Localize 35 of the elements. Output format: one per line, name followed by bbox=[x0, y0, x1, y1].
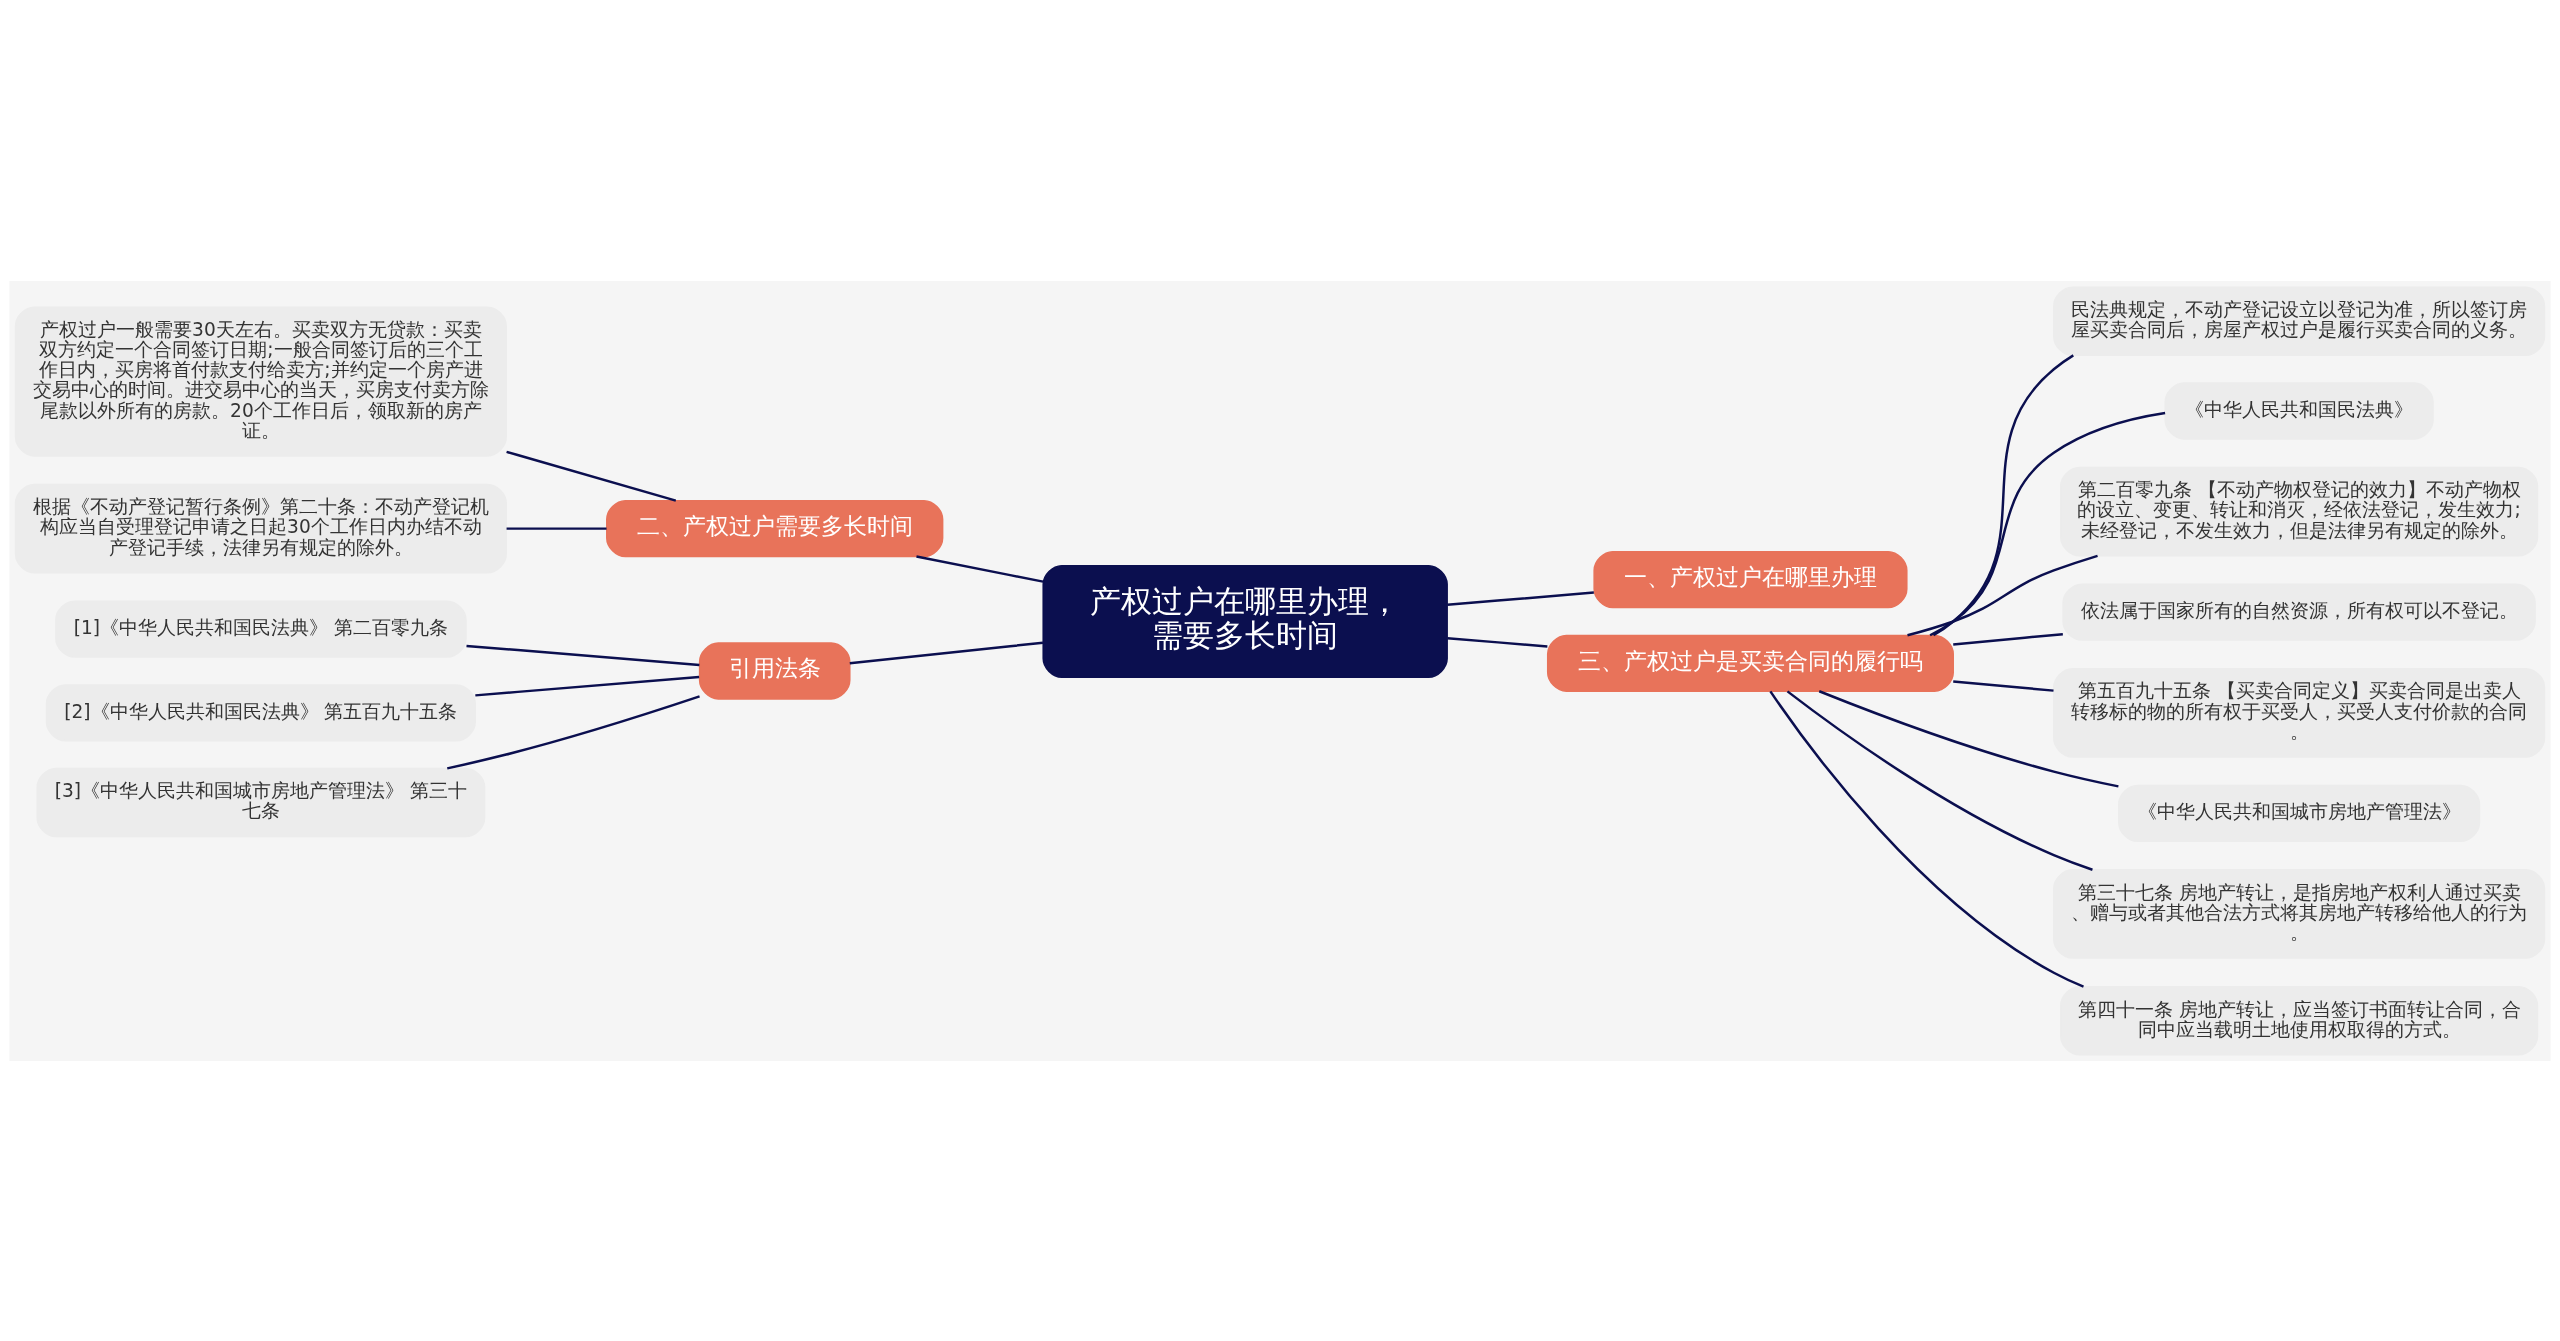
connector bbox=[1907, 554, 2098, 636]
node-box: 第三十七条 房地产转让，是指房地产权利人通过买卖、赠与或者其他合法方式将其房地产转移给他人的行为。 bbox=[2053, 868, 2546, 959]
node-box: [2]《中华人民共和国民法典》 第五百九十五条 bbox=[45, 683, 476, 741]
connector bbox=[475, 675, 700, 697]
connector bbox=[1953, 632, 2063, 646]
connector bbox=[1932, 353, 2074, 636]
connector bbox=[506, 450, 677, 502]
node-box: 依法属于国家所有的自然资源，所有权可以不登记。 bbox=[2062, 583, 2536, 641]
connector bbox=[447, 694, 700, 770]
node-box: 《中华人民共和国城市房地产管理法》 bbox=[2118, 784, 2481, 842]
connector bbox=[849, 641, 1044, 664]
node-box: 根据《不动产登记暂行条例》第二十条：不动产登记机构应当自受理登记申请之日起30个工作日内办结不动产登记手续，法律另有规定的除外。 bbox=[14, 483, 507, 573]
connector bbox=[506, 526, 607, 530]
node-box: [1]《中华人民共和国民法典》 第二百零九条 bbox=[55, 600, 467, 658]
node-box: 一、产权过户在哪里办理 bbox=[1593, 550, 1908, 608]
connector bbox=[1447, 636, 1548, 648]
connector bbox=[466, 644, 700, 666]
connector bbox=[1929, 411, 2166, 636]
node-box: 产权过户一般需要30天左右。买卖双方无贷款：买卖双方约定一个合同签订日期;一般合同签订后的三个工作日内，买房将首付款支付给卖方;并约定一个房产进交易中心的时间。进交易中心的当天，买房支付卖方除尾款以外所有的房款。20个工作日后，领取新的房产证。 bbox=[14, 306, 507, 457]
node-box: 三、产权过户是买卖合同的履行吗 bbox=[1546, 634, 1954, 692]
node-box: 产权过户在哪里办理，需要多长时间 bbox=[1042, 564, 1448, 678]
connector bbox=[916, 554, 1044, 583]
node-box: 引用法条 bbox=[698, 641, 851, 700]
node-box: 《中华人民共和国民法典》 bbox=[2164, 381, 2434, 440]
node-box: 二、产权过户需要多长时间 bbox=[606, 499, 944, 557]
connector bbox=[1953, 679, 2054, 692]
node-box: 第五百九十五条 【买卖合同定义】买卖合同是出卖人转移标的物的所有权于买受人，买受人支付价款的合同。 bbox=[2053, 667, 2546, 758]
connector bbox=[1447, 590, 1594, 606]
node-box: 民法典规定，不动产登记设立以登记为准，所以签订房屋买卖合同后，房屋产权过户是履行买卖合同的义务。 bbox=[2053, 285, 2546, 356]
node-box: 第四十一条 房地产转让，应当签订书面转让合同，合同中应当载明土地使用权取得的方式。 bbox=[2060, 985, 2539, 1056]
connector bbox=[1769, 690, 2084, 988]
connector bbox=[1818, 689, 2119, 788]
connector bbox=[1786, 689, 2093, 871]
node-box: [3]《中华人民共和国城市房地产管理法》 第三十七条 bbox=[36, 767, 486, 837]
node-box: 第二百零九条 【不动产物权登记的效力】不动产物权的设立、变更、转让和消灭，经依法登记，发生效力;未经登记，不发生效力，但是法律另有规定的除外。 bbox=[2060, 466, 2539, 556]
